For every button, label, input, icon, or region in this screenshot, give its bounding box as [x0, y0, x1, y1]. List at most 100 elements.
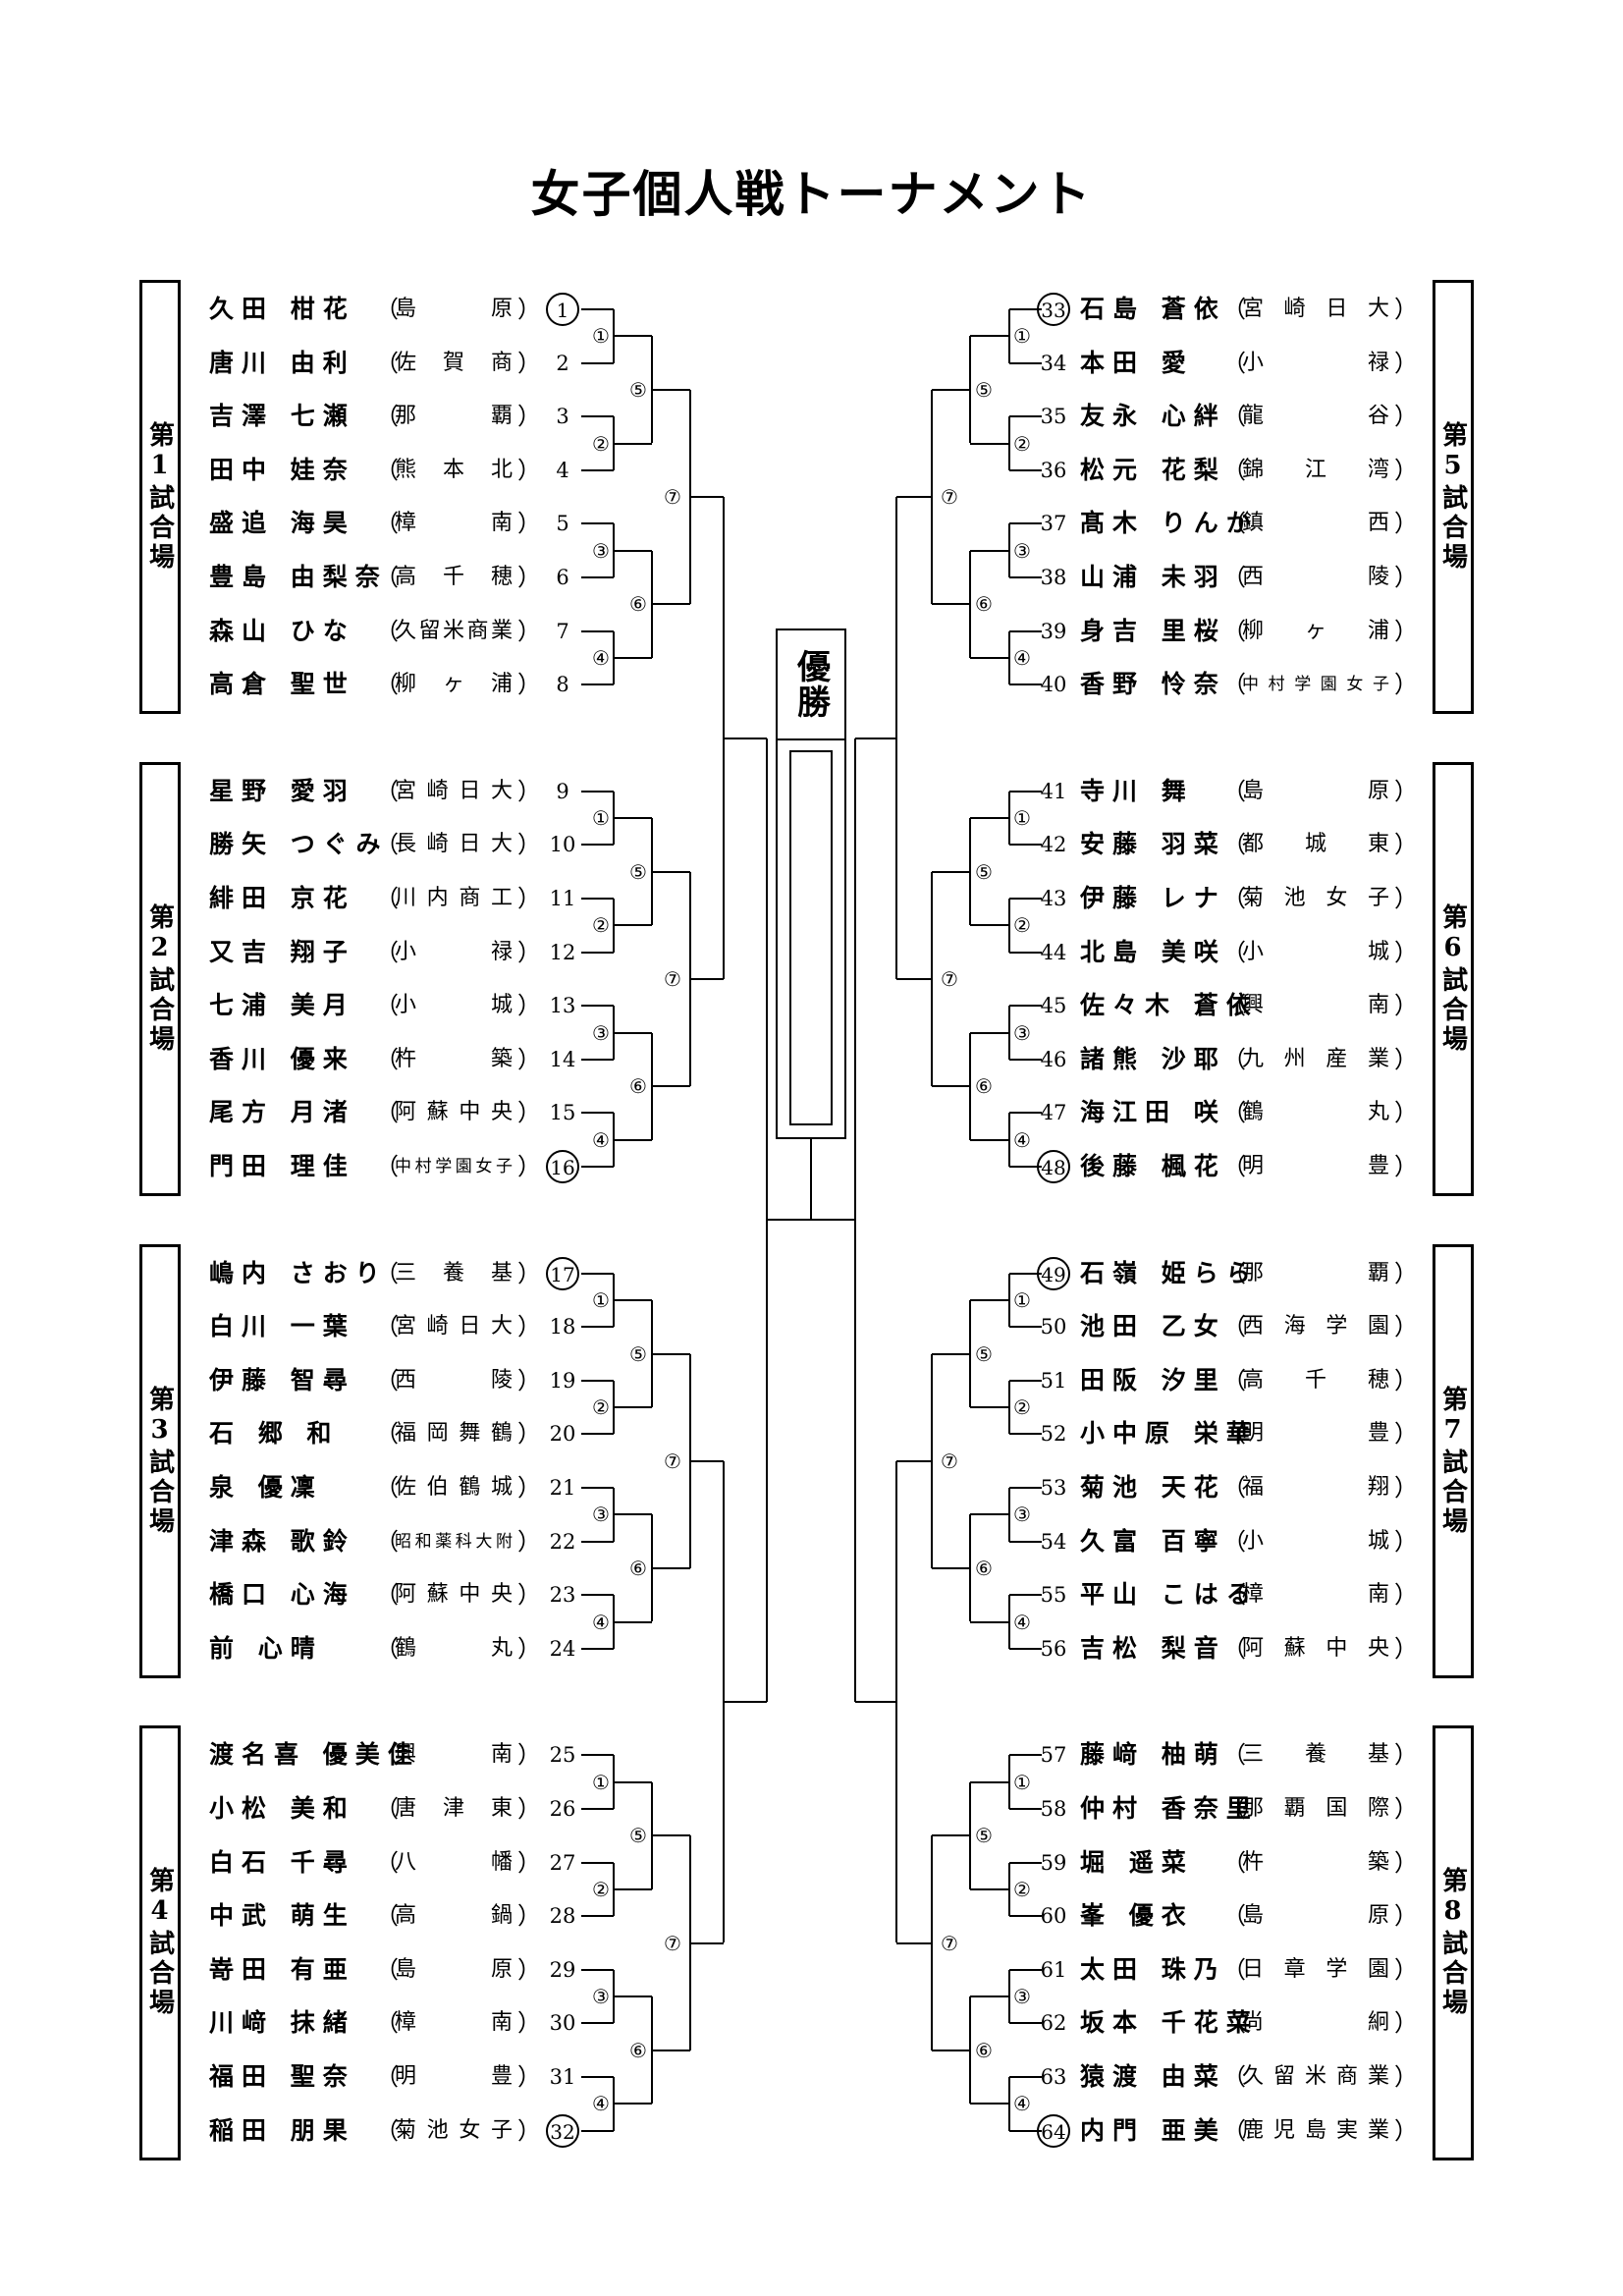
paren-close: ） — [517, 564, 541, 591]
paren-open: （ — [375, 1099, 399, 1127]
player-name: 福田 聖奈 — [209, 2062, 355, 2091]
paren-close: ） — [1394, 992, 1418, 1020]
paren-open: （ — [375, 1795, 399, 1823]
paren-close: ） — [517, 1741, 541, 1770]
seed-number: 1 — [546, 293, 579, 326]
player-number: 60 — [1040, 1904, 1067, 1929]
paren-open: （ — [375, 1153, 399, 1180]
bracket-line — [1008, 1006, 1010, 1060]
player-school: 興南 — [1242, 993, 1389, 1018]
player-school: 樟南 — [395, 511, 513, 536]
round2-label: ⑥ — [626, 592, 650, 617]
paren-close: ） — [517, 1581, 541, 1610]
bracket-line — [1008, 1488, 1010, 1542]
player-name: 身吉 里桜 — [1080, 616, 1226, 645]
bracket-line — [581, 683, 614, 686]
paren-open: （ — [1222, 777, 1246, 805]
venue-label: 第6試合場 — [1437, 902, 1468, 1055]
player-number: 18 — [549, 1315, 576, 1339]
paren-close: ） — [517, 1848, 541, 1877]
paren-close: ） — [1394, 1527, 1418, 1556]
paren-close: ） — [1394, 777, 1418, 805]
player-number: 50 — [1040, 1315, 1067, 1339]
paren-close: ） — [1394, 1795, 1418, 1823]
bracket-line — [1009, 1058, 1042, 1061]
player-number: 25 — [549, 1743, 576, 1768]
bracket-line — [1009, 1487, 1042, 1489]
bracket-line — [932, 2049, 970, 2051]
venue-label: 第7試合場 — [1437, 1385, 1468, 1537]
paren-open: （ — [375, 1527, 399, 1556]
paren-open: （ — [1222, 564, 1246, 591]
paren-open: （ — [1222, 1045, 1246, 1073]
round1-label: ① — [1010, 1770, 1034, 1794]
player-school: 菊池女子 — [1242, 886, 1389, 910]
player-name: 白石 千尋 — [209, 1847, 355, 1877]
player-number: 42 — [1040, 833, 1067, 857]
paren-close: ） — [517, 2116, 541, 2145]
bracket-line — [932, 388, 970, 391]
bracket-line — [1009, 1968, 1042, 1971]
bracket-line — [932, 1085, 970, 1088]
player-number: 63 — [1040, 2065, 1067, 2089]
player-name: 内門 亜美 — [1080, 2115, 1226, 2145]
bracket-line — [969, 818, 971, 926]
final-to-champion-line — [810, 1139, 812, 1220]
round1-label: ③ — [589, 538, 613, 563]
bracket-line — [581, 844, 614, 847]
bracket-line — [1009, 629, 1042, 632]
bracket-line — [581, 415, 614, 418]
player-school: 宮崎日大 — [395, 1314, 513, 1339]
bracket-line — [652, 1352, 690, 1355]
player-name: 髙木 りんか — [1080, 509, 1259, 538]
venue-box-6: 第6試合場 — [1433, 761, 1474, 1196]
player-name: 平山 こはる — [1080, 1580, 1259, 1610]
player-name: 橋口 心海 — [209, 1580, 355, 1610]
player-name: 坂本 千花菜 — [1080, 2008, 1259, 2038]
round2-label: ⑤ — [626, 377, 650, 402]
player-school: 西陵 — [1242, 565, 1389, 589]
player-number: 7 — [556, 619, 569, 643]
round2-label: ⑥ — [972, 2038, 996, 2062]
player-school: 福翔 — [1242, 1475, 1389, 1500]
bracket-line — [581, 1112, 614, 1115]
bracket-line — [854, 738, 856, 1703]
bracket-line — [1009, 1861, 1042, 1864]
round1-label: ④ — [1010, 2092, 1034, 2116]
bracket-line — [895, 1460, 897, 1943]
paren-open: （ — [375, 2009, 399, 2038]
round1-label: ③ — [1010, 1020, 1034, 1045]
venue-label: 第3試合場 — [144, 1385, 175, 1537]
bracket-line — [1009, 1272, 1042, 1275]
round1-label: ① — [589, 806, 613, 831]
player-school: 小城 — [1242, 1528, 1389, 1554]
player-name: 藤﨑 柚萌 — [1080, 1740, 1226, 1770]
venue-box-4: 第4試合場 — [139, 1725, 181, 2160]
bracket-line — [1009, 2076, 1042, 2078]
player-name: 高倉 聖世 — [209, 670, 355, 699]
player-school: 西陵 — [395, 1367, 513, 1393]
bracket-line — [614, 1406, 652, 1409]
paren-open: （ — [375, 1313, 399, 1341]
round1-label: ① — [589, 1287, 613, 1312]
player-school: 高鍋 — [395, 1903, 513, 1929]
paren-open: （ — [1222, 617, 1246, 645]
player-name: 友永 心絆 — [1080, 402, 1226, 431]
bracket-line — [614, 442, 652, 445]
paren-close: ） — [1394, 1581, 1418, 1610]
round2-label: ⑤ — [626, 859, 650, 884]
paren-close: ） — [517, 1420, 541, 1449]
player-name: 仲村 香奈里 — [1080, 1794, 1259, 1823]
paren-open: （ — [375, 671, 399, 699]
paren-close: ） — [517, 403, 541, 431]
paren-close: ） — [1394, 1848, 1418, 1877]
player-name: 吉松 梨音 — [1080, 1633, 1226, 1663]
player-school: 宮崎日大 — [1242, 297, 1389, 321]
player-name: 森山 ひな — [209, 616, 355, 645]
bracket-line — [1008, 309, 1010, 363]
round1-label: ① — [1010, 806, 1034, 831]
bracket-line — [581, 1594, 614, 1597]
paren-open: （ — [1222, 1259, 1246, 1287]
player-name: 石島 蒼依 — [1080, 295, 1226, 323]
player-school: 都城東 — [1242, 832, 1389, 857]
